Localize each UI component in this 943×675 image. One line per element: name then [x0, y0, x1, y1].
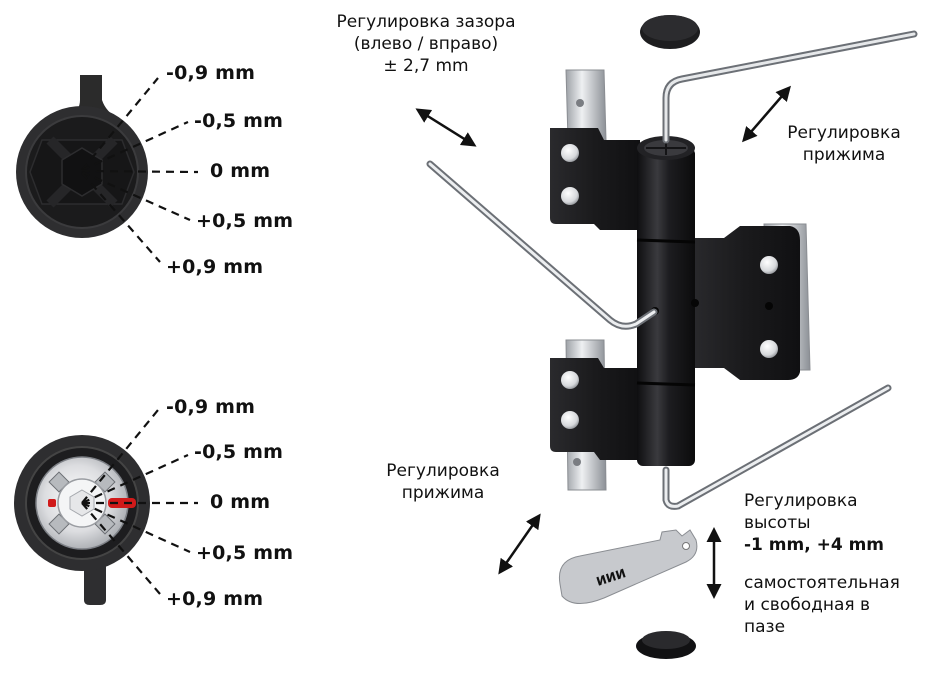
gap-adjust-arrow [415, 108, 477, 147]
leaf-bottom-left [550, 358, 640, 460]
dial-bottom-label-zero: 0 mm [210, 491, 271, 513]
pressure-adjustment-bottom-subtitle: прижима [401, 483, 485, 503]
pressure-adjustment-bottom-title: Регулировка [386, 461, 500, 481]
hex-key-bottom [662, 384, 892, 510]
gap-adjustment-title: Регулировка зазора [336, 12, 516, 32]
height-adjustment-caption: Регулировка высоты -1 mm, +4 mm самостоя… [744, 490, 900, 638]
screw [760, 256, 778, 274]
hex-key-left [426, 160, 658, 330]
dial-top [16, 75, 148, 238]
dial-bottom-label-plus-0-5: +0,5 mm [196, 542, 294, 564]
leaf-right [690, 226, 800, 380]
dial-top-label-plus-0-9: +0,9 mm [166, 256, 264, 278]
pressure-adjustment-top-caption: Регулировка прижима [774, 122, 914, 166]
screw [760, 340, 778, 358]
adjustment-tool: ИИИ [558, 529, 698, 604]
screw [561, 187, 579, 205]
dial-bottom-pointer-lines [81, 409, 198, 595]
gap-adjustment-range: ± 2,7 mm [383, 56, 469, 76]
pressure-adjust-arrow-bottom [498, 513, 541, 575]
hinge-barrel [637, 148, 695, 466]
dial-bottom-stem [84, 560, 106, 605]
height-adjustment-note-line3: пазе [744, 617, 786, 637]
dial-top-label-minus-0-5: -0,5 mm [194, 110, 284, 132]
height-adjustment-range: -1 mm, +4 mm [744, 535, 885, 555]
gap-adjustment-direction: (влево / вправо) [353, 34, 499, 54]
pressure-adjustment-top-subtitle: прижима [802, 145, 886, 165]
height-adjustment-subtitle: высоты [744, 513, 811, 533]
gap-adjustment-caption: Регулировка зазора (влево / вправо) ± 2,… [306, 11, 546, 77]
pressure-adjustment-bottom-caption: Регулировка прижима [368, 460, 518, 504]
height-adjustment-note-line2: и свободная в [744, 595, 871, 615]
red-indicator [108, 498, 136, 508]
dial-top-pointer-lines [81, 77, 199, 263]
screw [561, 371, 579, 389]
dial-top-label-zero: 0 mm [210, 160, 271, 182]
height-adjustment-note-line1: самостоятельная [744, 573, 900, 593]
screw [561, 144, 579, 162]
screw [561, 411, 579, 429]
hinge-assembly [550, 15, 811, 491]
dial-bottom-label-minus-0-9: -0,9 mm [166, 396, 256, 418]
leaf-top-left [550, 128, 640, 230]
dial-bottom-label-plus-0-9: +0,9 mm [166, 588, 264, 610]
pressure-adjustment-top-title: Регулировка [787, 123, 901, 143]
dial-top-label-plus-0-5: +0,5 mm [196, 210, 294, 232]
dial-bottom-label-minus-0-5: -0,5 mm [194, 441, 284, 463]
bottom-cap [636, 631, 696, 659]
dial-bottom [14, 435, 150, 605]
pressure-adjust-arrow-top [742, 85, 791, 143]
hex-key-top [662, 30, 918, 144]
height-adjustment-title: Регулировка [744, 491, 858, 511]
dial-top-label-minus-0-9: -0,9 mm [166, 62, 256, 84]
